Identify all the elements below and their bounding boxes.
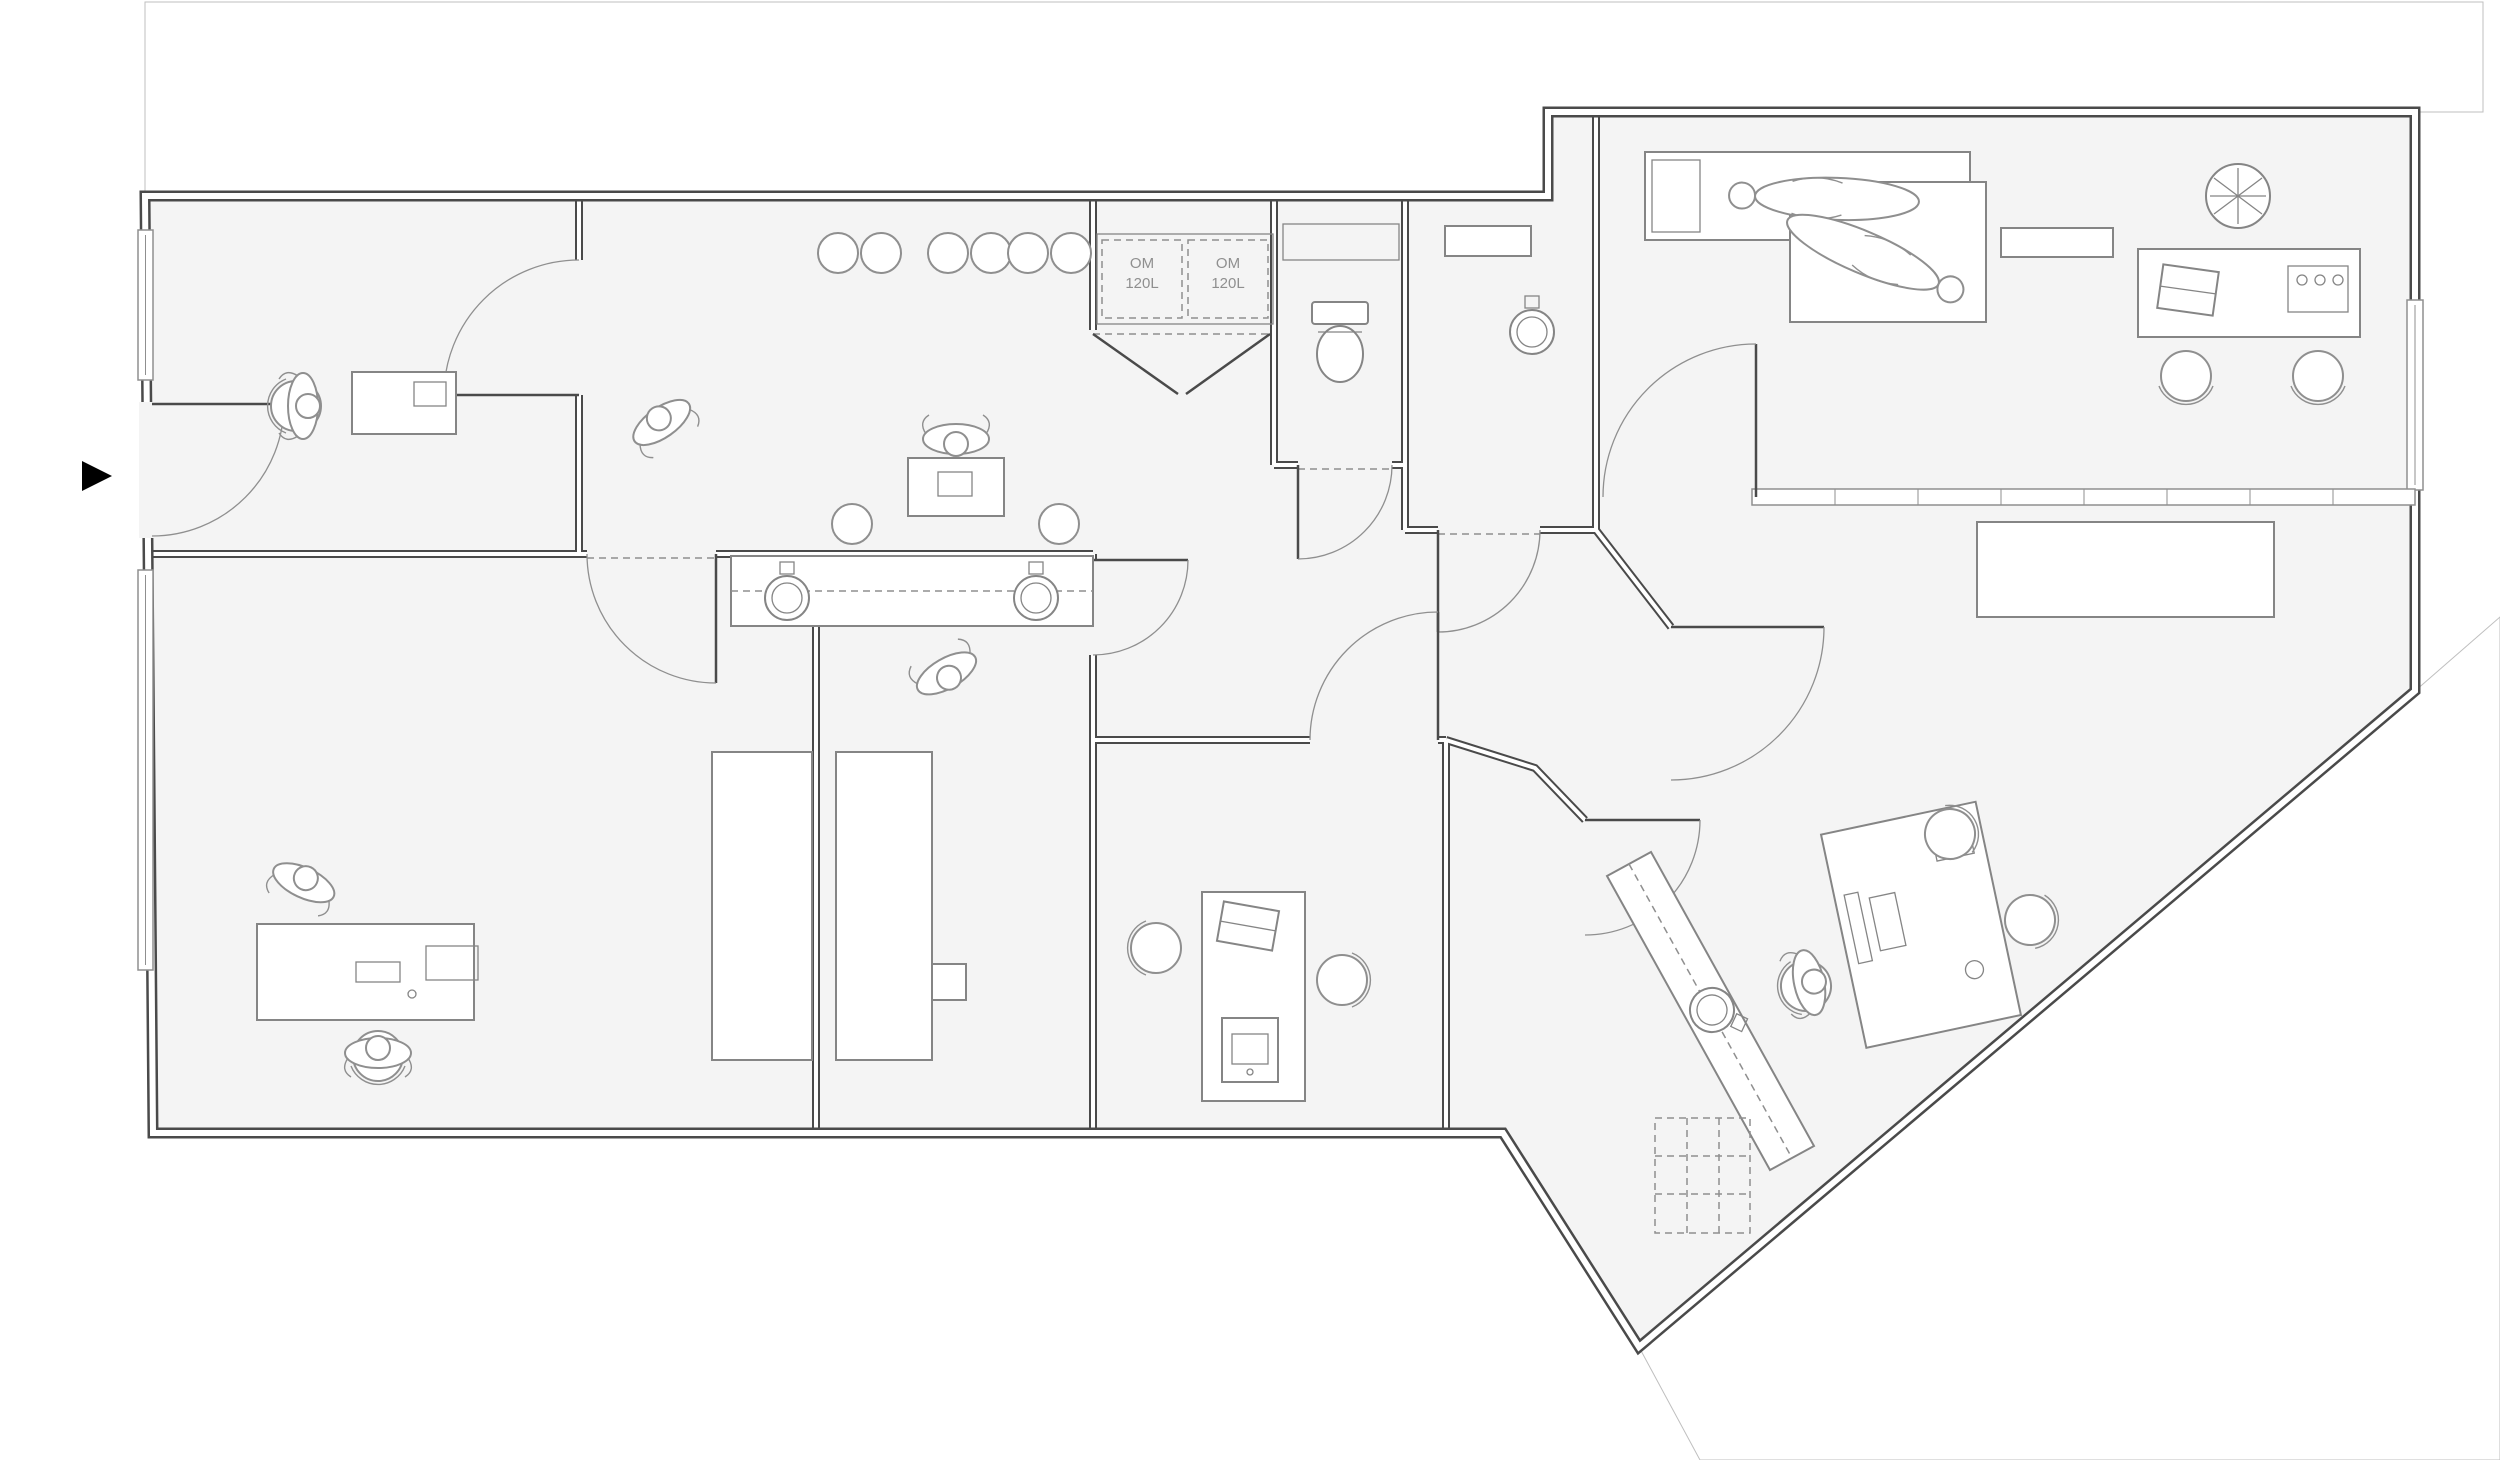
door-kitchenette bbox=[586, 553, 718, 684]
threshold-lines bbox=[587, 333, 1540, 559]
wall-shelf bbox=[2000, 227, 2114, 258]
room1-desk-group bbox=[266, 371, 457, 441]
work-table-left bbox=[711, 751, 813, 1061]
desk bbox=[1819, 800, 2023, 1050]
door-entrance bbox=[151, 402, 285, 537]
stool bbox=[831, 503, 873, 545]
monitor bbox=[425, 945, 479, 981]
door-hall-to-east-room bbox=[1670, 625, 1825, 781]
stool bbox=[1050, 232, 1092, 274]
pillow bbox=[1651, 159, 1701, 233]
wc-shelf bbox=[1444, 225, 1532, 257]
meeting-room bbox=[1126, 891, 1372, 1102]
stool bbox=[860, 232, 902, 274]
stool bbox=[1007, 232, 1049, 274]
office-southeast bbox=[1605, 795, 2064, 1234]
closet-interior bbox=[1096, 233, 1274, 325]
glazed-partition-lounge bbox=[1751, 488, 2416, 506]
entrance-opening bbox=[139, 402, 154, 538]
keyboard bbox=[355, 961, 401, 983]
appliance-unit bbox=[1654, 1117, 1751, 1234]
door-hall-to-lounge bbox=[1602, 343, 1758, 498]
waste-bin-2 bbox=[1187, 239, 1269, 319]
window-left-lower bbox=[137, 569, 154, 971]
door-wc1 bbox=[1296, 464, 1393, 560]
office-bottom-left bbox=[256, 852, 479, 1086]
desk bbox=[351, 371, 457, 435]
keyboard bbox=[1868, 891, 1907, 952]
low-table bbox=[907, 457, 1005, 517]
lounge bbox=[1644, 151, 2361, 406]
stool bbox=[927, 232, 969, 274]
kitchenette-counter bbox=[730, 555, 1094, 627]
laptop bbox=[413, 381, 447, 407]
stool bbox=[817, 232, 859, 274]
service-shaft bbox=[1282, 223, 1400, 261]
desk-group bbox=[1819, 800, 2023, 1050]
door-waste-room-double bbox=[1092, 332, 1271, 396]
side-unit bbox=[931, 963, 967, 1001]
work-table-right bbox=[835, 751, 933, 1061]
monitor bbox=[1843, 891, 1874, 965]
window-left-upper bbox=[137, 229, 154, 381]
toilet-tank bbox=[1311, 301, 1369, 325]
open-area bbox=[623, 232, 1092, 545]
open-laptop bbox=[1221, 1017, 1279, 1083]
entrance-arrow-icon bbox=[82, 461, 112, 491]
door-meeting-room bbox=[1309, 611, 1440, 741]
table-item bbox=[937, 471, 973, 497]
door-room1 bbox=[443, 259, 580, 397]
window-right-wall bbox=[2406, 299, 2424, 491]
waste-bin-1 bbox=[1101, 239, 1183, 319]
plant bbox=[2205, 163, 2271, 229]
door-kitchenette-hall bbox=[1092, 558, 1189, 656]
office-desk bbox=[256, 923, 475, 1021]
stool bbox=[1038, 503, 1080, 545]
stool bbox=[970, 232, 1012, 274]
desk-tray bbox=[2287, 265, 2349, 313]
toilet-bowl bbox=[1316, 325, 1364, 383]
toilet bbox=[1311, 301, 1369, 383]
mouse bbox=[407, 989, 417, 999]
whiteboard-table bbox=[1976, 521, 2275, 618]
